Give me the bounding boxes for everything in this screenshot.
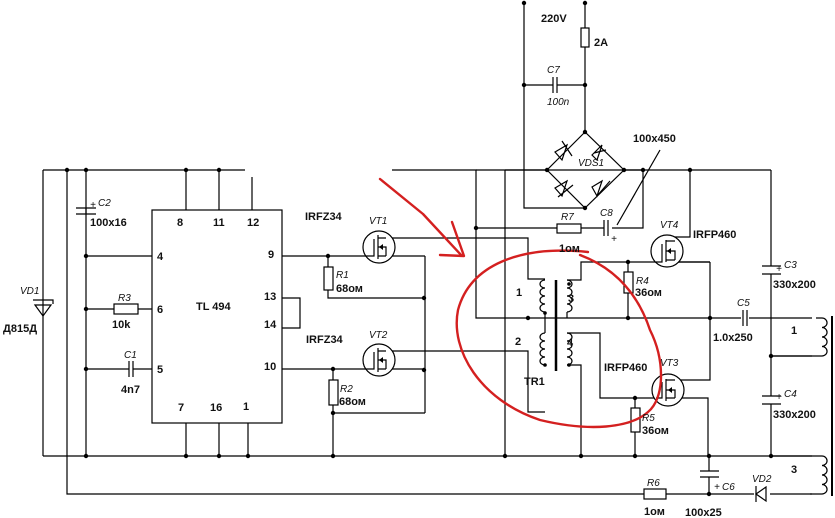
vt3-value: IRFP460 [604, 362, 647, 374]
resistor-icon [323, 266, 334, 291]
out-winding-1: 1 [791, 325, 797, 337]
fuse-icon [580, 27, 590, 48]
pin-7: 7 [178, 402, 184, 414]
transformer-tr1-icon [539, 279, 573, 371]
c4-value: 330x200 [773, 409, 816, 421]
r7-ref: R7 [561, 212, 574, 223]
pin-1: 1 [243, 401, 249, 413]
capacitor-icon [742, 310, 748, 326]
vt4-ref: VT4 [660, 220, 679, 231]
c3-value: 330x200 [773, 279, 816, 291]
svg-text:+: + [776, 392, 782, 403]
c1-value: 4n7 [121, 384, 140, 396]
tr1-winding-2: 2 [515, 336, 521, 348]
pin-10: 10 [264, 361, 276, 373]
svg-text:+: + [90, 200, 96, 211]
resistor-icon [556, 223, 582, 234]
r5-ref: R5 [642, 413, 655, 424]
pin-11: 11 [213, 217, 225, 229]
pin-12: 12 [247, 217, 259, 229]
r2-ref: R2 [340, 384, 353, 395]
ic-name: TL 494 [196, 301, 232, 313]
capacitor-icon [700, 470, 719, 478]
capacitor-icon [552, 77, 558, 93]
tr1-winding-1: 1 [516, 287, 522, 299]
vt3-ref: VT3 [660, 358, 679, 369]
r1-value: 68ом [336, 283, 363, 295]
capacitor-icon [603, 220, 609, 236]
r6-value: 1ом [644, 506, 665, 518]
r5-value: 36ом [642, 425, 669, 437]
r7-value: 1ом [559, 243, 580, 255]
svg-text:+: + [714, 482, 720, 493]
red-annotation [378, 177, 663, 429]
r4-value: 36ом [635, 287, 662, 299]
pin-16: 16 [210, 402, 222, 414]
vt2-ref: VT2 [369, 330, 388, 341]
c7-ref: C7 [547, 65, 560, 76]
zener-diode-icon [33, 299, 54, 318]
r4-ref: R4 [636, 276, 649, 287]
r6-ref: R6 [647, 478, 660, 489]
vt1-ref: VT1 [369, 216, 387, 227]
vt4-value: IRFP460 [693, 229, 736, 241]
tr1-winding-3: 3 [568, 293, 574, 305]
tl494-chip [151, 209, 283, 424]
pin-8: 8 [177, 217, 183, 229]
diode-icon [754, 485, 770, 503]
vt2-value: IRFZ34 [306, 334, 344, 346]
svg-text:+: + [776, 264, 782, 275]
pin-14: 14 [264, 319, 277, 331]
capacitor-icon [762, 265, 781, 275]
r3-ref: R3 [118, 293, 131, 304]
r2-value: 68ом [339, 396, 366, 408]
vds1-ref: VDS1 [578, 158, 604, 169]
vd2-ref: VD2 [752, 474, 772, 485]
resistor-icon [328, 379, 339, 406]
capacitor-icon [128, 361, 134, 377]
pin-5: 5 [157, 364, 163, 376]
labels: VD1 Д815Д C2 + 100x16 R3 10k C1 4n7 TL 4… [3, 13, 816, 518]
r3-value: 10k [112, 319, 131, 331]
c5-ref: C5 [737, 298, 750, 309]
c2-value: 100x16 [90, 217, 127, 229]
pin-4: 4 [157, 251, 164, 263]
c8-ref: C8 [600, 208, 613, 219]
pin-9: 9 [268, 249, 274, 261]
mosfet-icon [362, 343, 396, 377]
vd1-ref: VD1 [20, 286, 39, 297]
mosfet-icon [650, 234, 684, 268]
svg-text:+: + [611, 234, 617, 245]
c6-ref: C6 [722, 482, 735, 493]
c7-value: 100n [547, 97, 570, 108]
resistor-icon [113, 303, 139, 315]
output-transformer-icon [771, 316, 833, 496]
diode-bridge-icon [546, 131, 625, 209]
tr1-winding-4: 4 [567, 337, 574, 349]
mains-voltage: 220V [541, 13, 567, 25]
c1-ref: C1 [124, 350, 137, 361]
capacitor-icon [76, 207, 96, 215]
fuse-value: 2A [594, 37, 608, 49]
wires [42, 3, 826, 495]
vd1-value: Д815Д [3, 323, 37, 335]
mosfet-icon [362, 230, 396, 264]
capacitor-icon [762, 395, 781, 405]
c8-value: 100x450 [633, 133, 676, 145]
r1-ref: R1 [336, 270, 349, 281]
c4-ref: C4 [784, 389, 797, 400]
c5-value: 1.0x250 [713, 332, 753, 344]
pin-13: 13 [264, 291, 276, 303]
tr1-ref: TR1 [524, 376, 545, 388]
pin-6: 6 [157, 304, 163, 316]
c6-value: 100x25 [685, 507, 722, 518]
c3-ref: C3 [784, 260, 797, 271]
resistor-icon [643, 488, 667, 500]
c2-ref: C2 [98, 198, 111, 209]
junction-dots [64, 0, 774, 497]
vt1-value: IRFZ34 [305, 211, 343, 223]
out-winding-3: 3 [791, 464, 797, 476]
